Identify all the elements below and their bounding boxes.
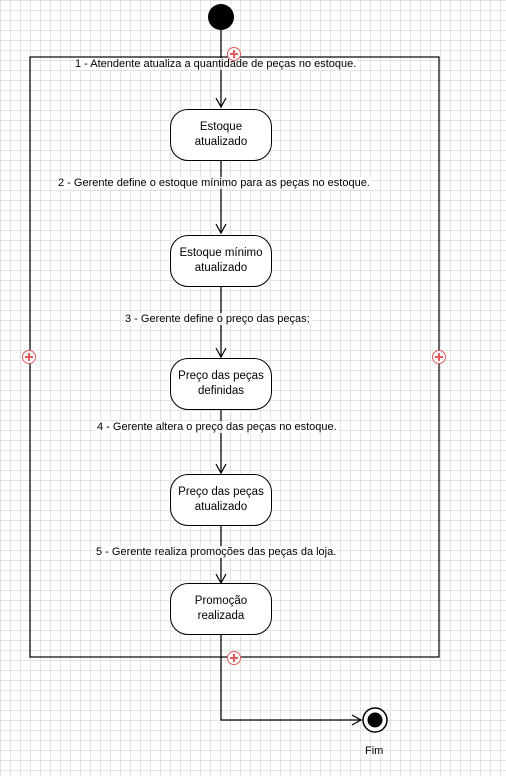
resize-handle-right-icon[interactable] (432, 350, 446, 364)
initial-node[interactable] (208, 4, 234, 30)
step-label-4: 4 - Gerente altera o preço das peças no … (96, 421, 338, 433)
state-label: Estoque mínimo atualizado (179, 247, 263, 274)
flow-s5-to-final[interactable] (220, 634, 363, 726)
state-promocao-realizada[interactable]: Promoção realizada (170, 583, 272, 635)
state-estoque-atualizado[interactable]: Estoque atualizado (170, 109, 272, 161)
resize-handle-bottom-icon[interactable] (227, 651, 241, 665)
state-preco-pecas-definidas[interactable]: Preço das peças definidas (170, 358, 272, 410)
state-label: Preço das peças definidas (178, 370, 264, 397)
step-label-3: 3 - Gerente define o preço das peças; (124, 313, 311, 325)
step-label-5: 5 - Gerente realiza promoções das peças … (95, 546, 338, 558)
state-label: Preço das peças atualizado (178, 486, 264, 513)
step-label-1: 1 - Atendente atualiza a quantidade de p… (74, 58, 358, 70)
state-label: Estoque atualizado (194, 121, 248, 148)
step-label-2: 2 - Gerente define o estoque mínimo para… (57, 177, 371, 189)
final-label: Fim (365, 745, 384, 757)
final-node-core (367, 712, 383, 728)
state-label: Promoção realizada (194, 595, 248, 622)
resize-handle-left-icon[interactable] (22, 350, 36, 364)
state-preco-pecas-atualizado[interactable]: Preço das peças atualizado (170, 474, 272, 526)
resize-handle-top-icon[interactable] (227, 47, 241, 61)
state-estoque-minimo-atualizado[interactable]: Estoque mínimo atualizado (170, 235, 272, 287)
